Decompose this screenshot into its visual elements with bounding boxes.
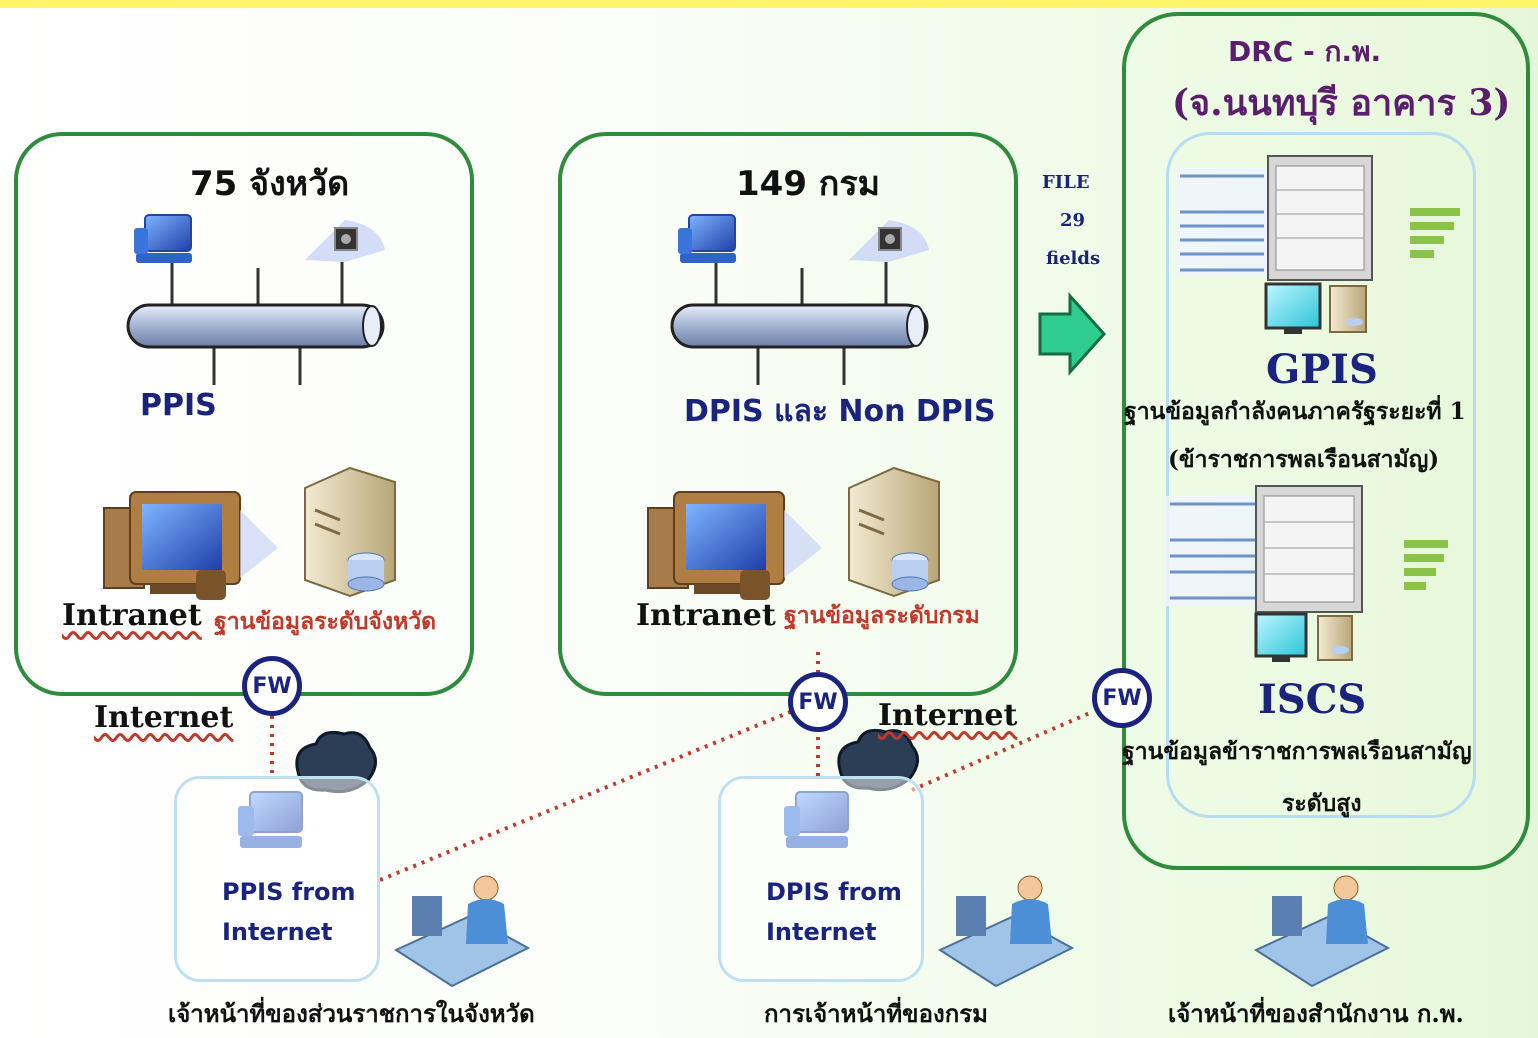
iscs-desc-line1: ฐานข้อมูลข้าราชการพลเรือนสามัญ: [1122, 738, 1472, 765]
database-server-icon: [1329, 285, 1367, 333]
workstation-icon: [678, 214, 736, 263]
field-count: 29: [1060, 210, 1086, 231]
drc-inner-frame: [1166, 132, 1476, 818]
gpis-desc-line2: (ข้าราชการพลเรือนสามัญ): [1168, 446, 1440, 473]
arrow-right-icon: [1038, 292, 1107, 376]
monitor-icon: [1254, 612, 1308, 662]
firewall-icon: FW: [1092, 668, 1152, 728]
department-title: 149 กรม: [736, 164, 881, 204]
province-title: 75 จังหวัด: [190, 164, 350, 204]
database-server-icon: [304, 466, 396, 598]
server-rack-icon: [1176, 155, 1460, 281]
network-bus-icon: [670, 262, 929, 385]
server-rack-icon: [1166, 485, 1448, 613]
firewall-icon: FW: [788, 672, 848, 732]
connection-lines: [270, 652, 1093, 882]
desktop-computer-icon: [103, 491, 278, 600]
ocsc-staff-label: เจ้าหน้าที่ของสำนักงาน ก.พ.: [1168, 999, 1464, 1028]
ppis-internet-client: [174, 776, 380, 982]
wireless-device-icon: [849, 220, 929, 262]
firewall-icon: FW: [242, 656, 302, 716]
drc-location: (จ.นนทบุรี อาคาร 3): [1172, 82, 1511, 124]
dpis-client-line2: Internet: [766, 918, 877, 946]
ppis-label: PPIS: [140, 388, 217, 423]
dpis-internet-client: [718, 776, 924, 982]
department-staff-label: การเจ้าหน้าที่ของกรม: [764, 999, 988, 1028]
network-bus-icon: [126, 262, 385, 385]
database-server-icon: [848, 466, 940, 598]
gpis-desc-line1: ฐานข้อมูลกำลังคนภาครัฐระยะที่ 1: [1124, 398, 1466, 425]
database-server-icon: [1317, 615, 1353, 661]
province-staff-label: เจ้าหน้าที่ของส่วนราชการในจังหวัด: [168, 999, 535, 1028]
workstation-icon: [134, 214, 192, 263]
ppis-client-line1: PPIS from: [222, 878, 356, 906]
iscs-label: ISCS: [1258, 676, 1367, 723]
department-db-label: ฐานข้อมูลระดับกรม: [784, 602, 980, 629]
desktop-computer-icon: [647, 491, 822, 600]
operator-icon: [393, 875, 531, 988]
intranet-label: Intranet: [636, 598, 776, 633]
fields-label: fields: [1046, 248, 1101, 269]
wireless-device-icon: [305, 220, 385, 262]
dpis-client-line1: DPIS from: [766, 878, 902, 906]
file-label: FILE: [1042, 172, 1090, 193]
ppis-client-line2: Internet: [222, 918, 333, 946]
internet-label: Internet: [878, 698, 1018, 733]
dpis-label: DPIS และ Non DPIS: [684, 394, 996, 429]
drc-title: DRC - ก.พ.: [1228, 35, 1382, 68]
iscs-desc-line2: ระดับสูง: [1282, 790, 1362, 817]
internet-label: Internet: [94, 700, 234, 735]
operator-icon: [937, 875, 1075, 988]
drc-panel: [1122, 12, 1530, 870]
top-accent-bar: [0, 0, 1538, 8]
province-db-label: ฐานข้อมูลระดับจังหวัด: [214, 608, 437, 635]
monitor-icon: [1264, 282, 1322, 334]
operator-icon: [1253, 875, 1391, 988]
gpis-label: GPIS: [1266, 346, 1378, 393]
intranet-label: Intranet: [62, 598, 202, 633]
